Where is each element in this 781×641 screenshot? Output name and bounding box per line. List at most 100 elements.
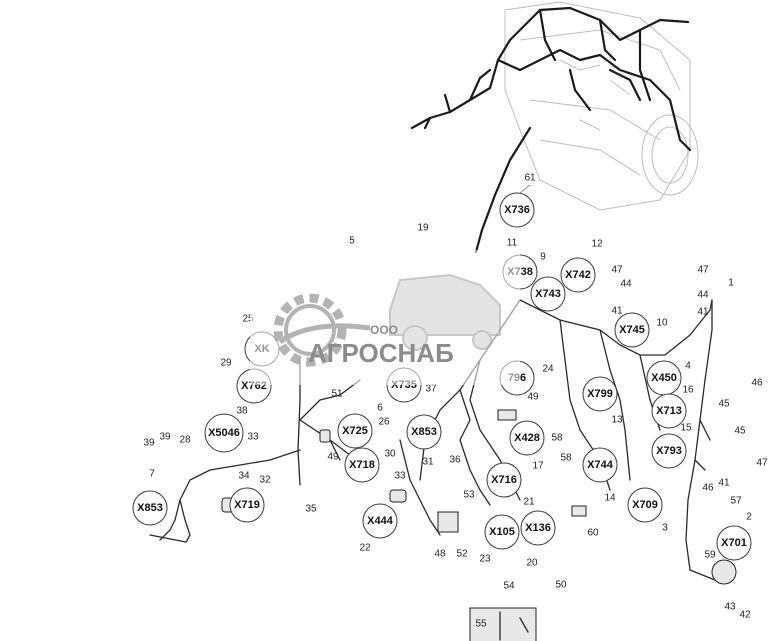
svg-text:X853: X853	[411, 426, 437, 438]
svg-text:13: 13	[611, 415, 623, 426]
svg-text:1: 1	[728, 278, 734, 289]
svg-text:X713: X713	[656, 405, 682, 417]
svg-text:X444: X444	[367, 515, 394, 527]
label-X743: X743	[530, 276, 566, 312]
svg-text:57: 57	[730, 496, 742, 507]
svg-text:7: 7	[149, 469, 155, 480]
svg-text:X743: X743	[535, 288, 561, 300]
label-X105: X105	[484, 514, 520, 550]
label-X428: X428	[509, 420, 545, 456]
svg-text:46: 46	[751, 378, 763, 389]
harvester-icon	[389, 273, 501, 351]
svg-text:38: 38	[236, 406, 248, 417]
svg-text:46: 46	[702, 483, 714, 494]
svg-text:19: 19	[417, 223, 429, 234]
label-X742: X742	[560, 257, 596, 293]
svg-text:X744: X744	[587, 459, 614, 471]
svg-text:20: 20	[526, 558, 538, 569]
svg-text:X793: X793	[656, 445, 682, 457]
svg-text:54: 54	[503, 581, 515, 592]
svg-text:60: 60	[587, 528, 599, 539]
svg-text:22: 22	[359, 543, 371, 554]
svg-text:X701: X701	[721, 537, 747, 549]
svg-text:49: 49	[327, 452, 339, 463]
label-X853-center: X853	[406, 414, 442, 450]
watermark-prefix: ООО	[370, 323, 398, 337]
svg-text:39: 39	[159, 432, 171, 443]
svg-text:12: 12	[591, 239, 603, 250]
svg-text:47: 47	[697, 265, 709, 276]
svg-text:58: 58	[551, 433, 563, 444]
svg-text:34: 34	[238, 471, 250, 482]
svg-text:43: 43	[724, 602, 736, 613]
svg-text:37: 37	[425, 384, 437, 395]
label-X719: X719	[229, 487, 265, 523]
svg-text:50: 50	[555, 580, 567, 591]
svg-text:58: 58	[560, 453, 572, 464]
svg-text:41: 41	[718, 478, 730, 489]
svg-text:33: 33	[247, 432, 259, 443]
svg-text:39: 39	[143, 438, 155, 449]
svg-text:24: 24	[542, 364, 554, 375]
label-X718: X718	[344, 447, 380, 483]
label-X136: X136	[520, 510, 556, 546]
svg-text:2: 2	[746, 512, 752, 523]
watermark-brand: АГРОСНАБ	[308, 338, 454, 368]
svg-text:21: 21	[523, 497, 535, 508]
svg-text:32: 32	[259, 475, 271, 486]
label-X444: X444	[362, 503, 398, 539]
svg-text:X745: X745	[619, 324, 645, 336]
svg-text:25: 25	[242, 314, 254, 325]
svg-text:36: 36	[449, 455, 461, 466]
svg-text:47: 47	[611, 265, 623, 276]
svg-text:49: 49	[527, 392, 539, 403]
svg-text:33: 33	[394, 471, 406, 482]
engine-outline	[504, 1, 699, 211]
svg-text:35: 35	[305, 504, 317, 515]
svg-text:28: 28	[179, 435, 191, 446]
svg-text:14: 14	[604, 493, 616, 504]
svg-text:51: 51	[331, 389, 343, 400]
label-X744: X744	[582, 447, 618, 483]
svg-text:30: 30	[384, 449, 396, 460]
svg-text:52: 52	[456, 549, 468, 560]
label-X5046: X5046	[204, 413, 244, 453]
svg-text:X725: X725	[342, 425, 368, 437]
svg-text:61: 61	[524, 173, 536, 184]
svg-text:X853: X853	[137, 502, 163, 514]
svg-text:53: 53	[463, 490, 475, 501]
svg-text:15: 15	[680, 423, 692, 434]
svg-text:45: 45	[734, 426, 746, 437]
svg-text:17: 17	[532, 461, 544, 472]
svg-text:X428: X428	[514, 432, 540, 444]
label-X736: X736	[499, 192, 535, 228]
label-X716: X716	[486, 462, 522, 498]
svg-text:10: 10	[656, 318, 668, 329]
svg-text:X105: X105	[489, 526, 515, 538]
svg-text:48: 48	[434, 549, 446, 560]
svg-text:9: 9	[540, 252, 546, 263]
svg-text:X716: X716	[491, 474, 517, 486]
svg-text:31: 31	[422, 457, 434, 468]
svg-text:42: 42	[739, 610, 751, 621]
label-X713: X713	[651, 393, 687, 429]
label-X853-left: X853	[132, 490, 168, 526]
svg-text:44: 44	[620, 279, 632, 290]
svg-text:X736: X736	[504, 204, 530, 216]
label-X450: X450	[646, 360, 682, 396]
svg-text:11: 11	[507, 238, 518, 249]
svg-text:26: 26	[378, 417, 390, 428]
svg-text:44: 44	[697, 290, 709, 301]
label-X701: X701	[716, 525, 752, 561]
part-numbers: 61 11 9 12 19 5 1 47 44 41 47 44 41 10 4…	[143, 173, 768, 630]
svg-text:23: 23	[479, 554, 491, 565]
svg-text:X742: X742	[565, 269, 591, 281]
svg-text:X719: X719	[234, 499, 260, 511]
svg-text:X450: X450	[651, 372, 677, 384]
svg-text:47: 47	[756, 458, 768, 469]
connector-labels: X736 X738 X742 X743 X745 X450 X713 X799 …	[132, 192, 752, 561]
svg-text:4: 4	[685, 361, 691, 372]
svg-text:X718: X718	[349, 459, 375, 471]
svg-text:41: 41	[611, 306, 623, 317]
gear-icon	[273, 293, 371, 367]
